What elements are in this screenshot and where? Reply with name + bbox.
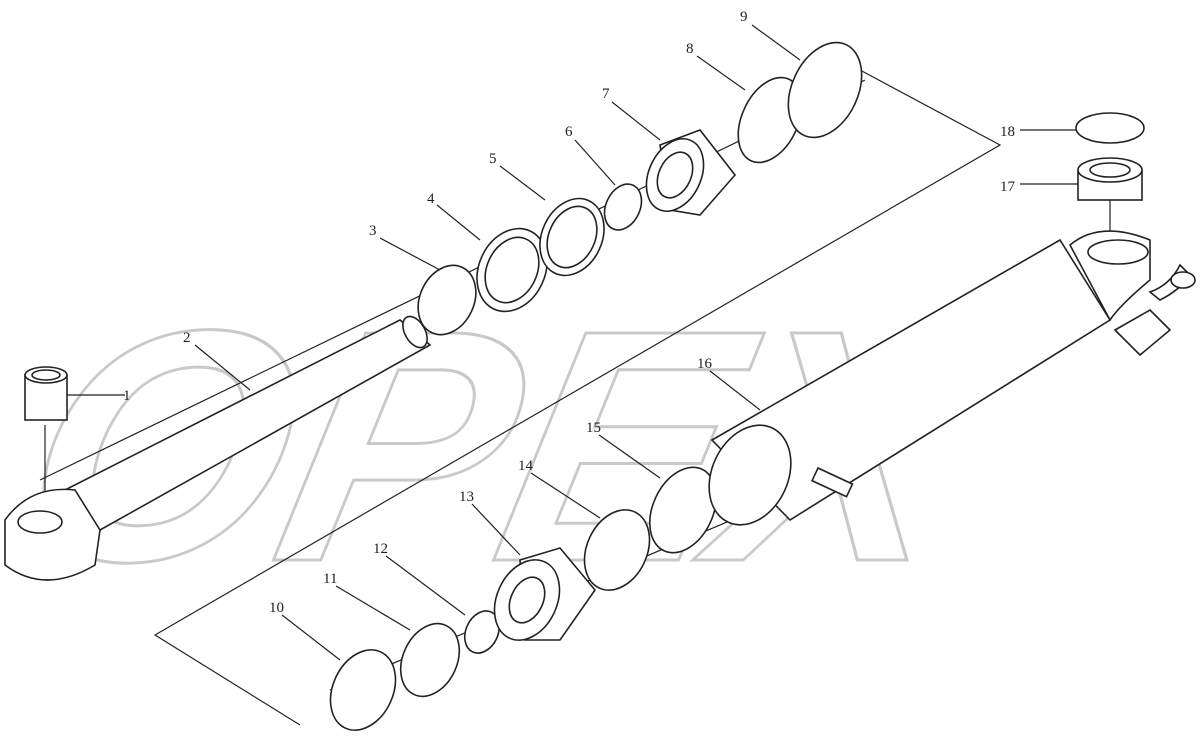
part-8-split-ring (737, 76, 803, 164)
callout-4: 4 (427, 191, 435, 207)
callout-10: 10 (269, 600, 284, 616)
part-4-seal-inner (484, 236, 540, 304)
part-6-o-ring (603, 183, 643, 231)
callout-2: 2 (183, 330, 191, 346)
callout-15: 15 (586, 420, 601, 436)
callout-5: 5 (489, 151, 497, 167)
callout-7: 7 (602, 86, 610, 102)
callout-8: 8 (686, 41, 694, 57)
part-7-gland (645, 129, 737, 216)
callout-16: 16 (697, 356, 713, 372)
part-14-ring (583, 509, 651, 591)
part-15-seal (649, 466, 717, 554)
callout-13: 13 (459, 489, 474, 505)
part-16-cylinder-barrel (708, 230, 1196, 526)
callout-17: 17 (1000, 179, 1016, 195)
callout-1: 1 (123, 388, 131, 404)
part-12-o-ring (463, 610, 501, 654)
part-11-ring (399, 622, 461, 698)
callout-labels: 1 2 3 4 5 6 7 8 9 10 11 12 13 14 15 16 1… (123, 9, 1016, 616)
callout-9: 9 (740, 9, 748, 25)
part-5-wiper-inner (546, 205, 598, 269)
part-13-piston (493, 547, 597, 641)
callout-18: 18 (1000, 124, 1015, 140)
part-17-bushing (1077, 157, 1143, 201)
part-9-ring (787, 41, 863, 139)
grease-fitting (811, 466, 854, 498)
part-3-snap-ring (417, 264, 477, 336)
callout-6: 6 (565, 124, 573, 140)
callout-12: 12 (373, 541, 388, 557)
callout-11: 11 (323, 571, 337, 587)
callout-3: 3 (369, 223, 377, 239)
leader-lines (67, 24, 1078, 661)
part-10-seal (329, 649, 397, 731)
assembly-outline (153, 69, 1002, 726)
part-18-snap-ring (1075, 112, 1145, 144)
callout-14: 14 (518, 458, 534, 474)
part-2-piston-rod (4, 315, 432, 581)
part-1-bushing (24, 366, 68, 421)
